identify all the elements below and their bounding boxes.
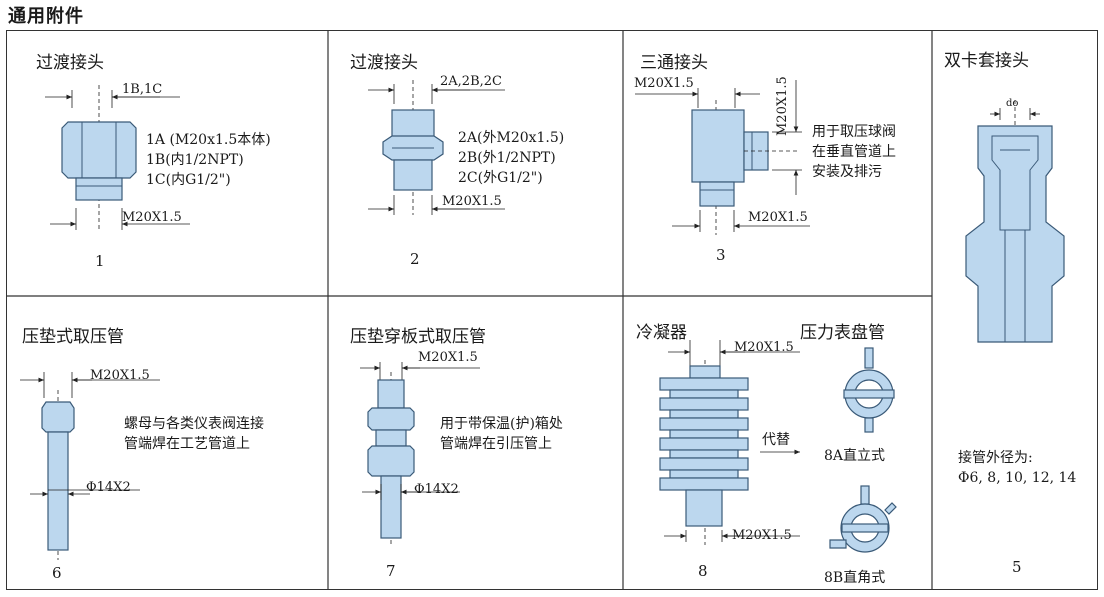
part-1-transition-joint [45, 85, 190, 230]
cell-6-number: 6 [52, 564, 62, 582]
cell-2-top-dim-label: 2A,2B,2C [440, 74, 502, 89]
cell-5-do-label: do [1006, 98, 1019, 109]
cell-3-bottom-dim-label: M20X1.5 [748, 210, 808, 225]
cell-2-notes: 2A(外M20x1.5) 2B(外1/2NPT) 2C(外G1/2") [458, 130, 565, 186]
cell-7-notes: 用于带保温(护)箱处 管端焊在引压管上 [440, 416, 563, 452]
cell-3-notes: 用于取压球阀 在垂直管道上 安装及排污 [812, 124, 896, 180]
part-8-condenser [659, 340, 800, 545]
cell-7-diameter-label: Φ14X2 [414, 482, 459, 497]
accessories-table-frame [6, 30, 1098, 590]
cell-8-title: 冷凝器 [636, 323, 687, 343]
cell-1-notes: 1A (M20x1.5本体) 1B(内1/2NPT) 1C(内G1/2") [146, 132, 271, 188]
cell-6-top-dim-label: M20X1.5 [90, 368, 150, 383]
cell-3-number: 3 [716, 246, 726, 264]
cell-7-title: 压垫穿板式取压管 [350, 327, 486, 347]
cell-8a-label: 8A直立式 [824, 448, 886, 464]
cell-1-number: 1 [95, 252, 105, 270]
part-8a-upright-coil [843, 347, 895, 433]
cell-7-top-dim-label: M20X1.5 [418, 350, 478, 365]
part-7-through-panel-tube [360, 362, 480, 545]
part-6-pressure-tube [20, 372, 160, 560]
cell-1-top-dim-label: 1B,1C [122, 82, 163, 97]
part-3-tee-joint [635, 80, 810, 235]
cell-8b-label: 8B直角式 [824, 570, 886, 586]
cell-8-bottom-dim-label: M20X1.5 [732, 528, 792, 543]
part-2-transition-joint [368, 80, 505, 215]
table-grid [7, 31, 933, 589]
cell-8-number: 8 [698, 562, 708, 580]
cell-2-bottom-dim-label: M20X1.5 [442, 194, 502, 209]
cell-3-side-dim-label: M20X1.5 [775, 76, 790, 136]
cell-6-title: 压垫式取压管 [22, 327, 124, 347]
cell-8-top-dim-label: M20X1.5 [734, 340, 794, 355]
cell-2-title: 过渡接头 [350, 53, 418, 73]
cell-6-notes: 螺母与各类仪表阀连接 管端焊在工艺管道上 [124, 416, 264, 452]
part-8b-right-angle-coil [829, 485, 897, 553]
cell-5-title: 双卡套接头 [944, 51, 1029, 71]
cell-5-number: 5 [1012, 558, 1022, 576]
cell-1-title: 过渡接头 [36, 53, 104, 73]
cell-6-diameter-label: Φ14X2 [86, 480, 131, 495]
cell-8-replace-label: 代替 [762, 432, 790, 448]
cell-8-title-2: 压力表盘管 [800, 323, 885, 343]
part-5-double-ferrule-joint [965, 100, 1065, 345]
page-title: 通用附件 [8, 6, 84, 27]
cell-7-number: 7 [386, 562, 396, 580]
cell-3-title: 三通接头 [640, 53, 708, 73]
cell-3-top-dim-label: M20X1.5 [634, 76, 694, 91]
cell-2-number: 2 [410, 250, 420, 268]
cell-5-notes: 接管外径为: Φ6, 8, 10, 12, 14 [958, 450, 1077, 486]
cell-1-bottom-dim-label: M20X1.5 [122, 210, 182, 225]
